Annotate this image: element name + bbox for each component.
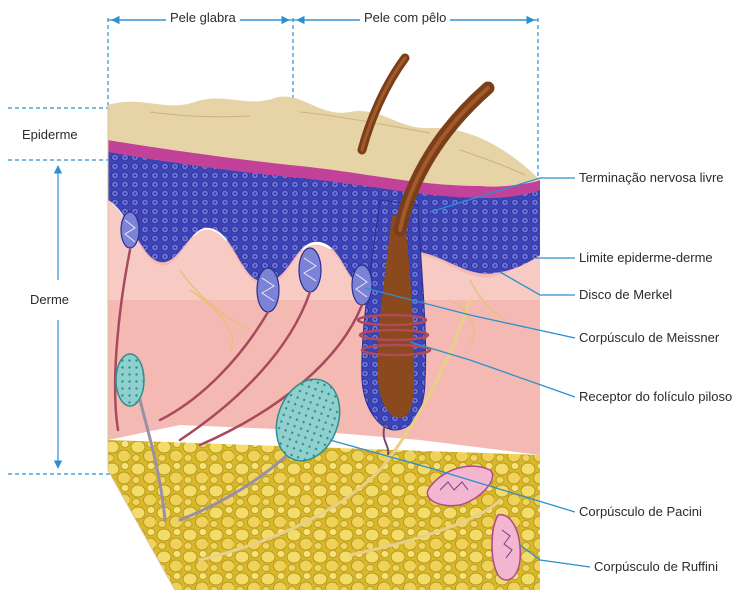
label-hairy-skin: Pele com pêlo [360, 10, 450, 26]
label-merkel-disc: Disco de Merkel [577, 287, 674, 303]
label-hair-follicle-receptor: Receptor do folículo piloso [577, 389, 734, 405]
left-dimension-lines [8, 108, 110, 474]
label-glabrous-skin: Pele glabra [166, 10, 240, 26]
label-epidermis: Epiderme [20, 127, 80, 143]
label-meissner-corpuscle: Corpúsculo de Meissner [577, 330, 721, 346]
label-ruffini-corpuscle: Corpúsculo de Ruffini [592, 559, 720, 575]
label-dermal-epidermal-junction: Limite epiderme-derme [577, 250, 715, 266]
label-dermis: Derme [28, 292, 71, 308]
label-pacinian-corpuscle: Corpúsculo de Pacini [577, 504, 704, 520]
label-free-nerve-ending: Terminação nervosa livre [577, 170, 726, 186]
